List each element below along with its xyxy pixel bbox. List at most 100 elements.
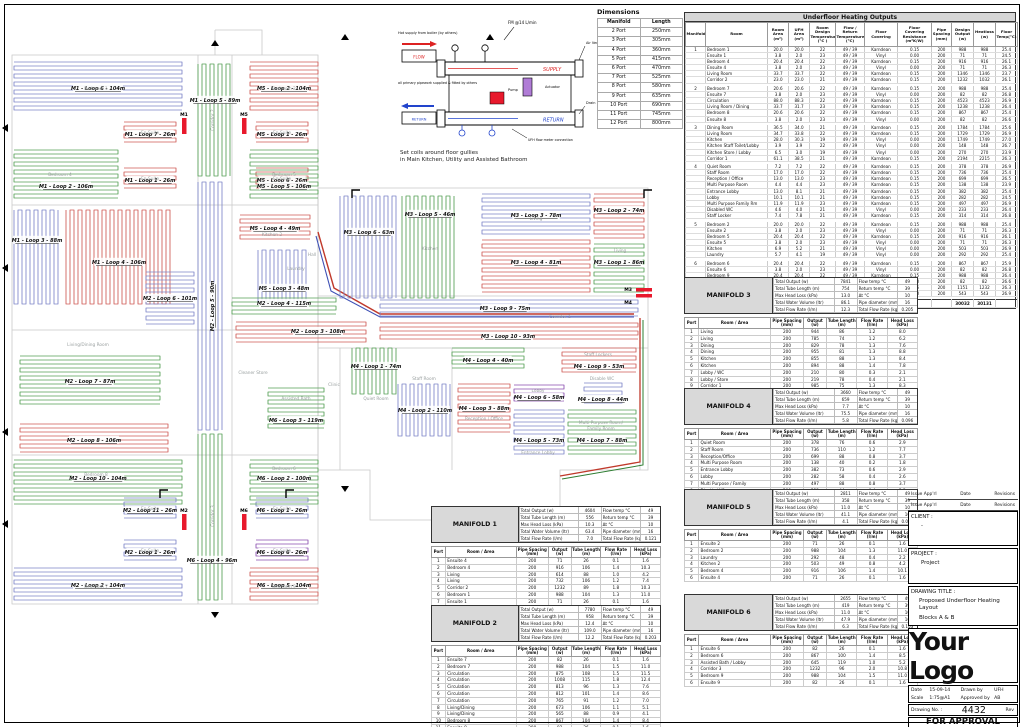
section-marker-icon: [2, 124, 8, 132]
summary-value: 754: [833, 285, 857, 292]
summary-value: 11.0: [833, 504, 857, 511]
cell: 200: [515, 557, 549, 565]
cell: 4.1: [630, 710, 661, 719]
column-header: Port: [684, 634, 699, 646]
cell: Ensuite 2: [697, 540, 772, 548]
loop-label: M4 - Loop 9 - 53m: [574, 364, 625, 370]
cell: 4 Port: [597, 45, 641, 56]
loop-label: M6 - Loop 2 - 100m: [257, 476, 311, 482]
loop-label-bg: [207, 282, 216, 330]
cell: 200: [515, 710, 549, 719]
summary-label: Total Flow Rate (kg/s): [600, 634, 641, 641]
cell: 24.5: [995, 194, 1018, 201]
summary-label: Max Head Loss (kPa): [773, 609, 834, 616]
cell: 580mm: [639, 82, 683, 93]
summary-value: 659: [833, 396, 857, 403]
cell: 7: [684, 368, 699, 377]
cell: 6: [431, 590, 446, 599]
cell: Assisted Bath / Lobby: [697, 658, 772, 667]
summary-value: 49: [896, 595, 917, 602]
heating-loop: [197, 433, 223, 601]
cell: 200: [770, 546, 804, 555]
cell: 200: [770, 355, 804, 363]
loop-label-bg: [41, 181, 91, 190]
cell: Circulation: [444, 689, 517, 698]
cell: 1.5: [600, 669, 632, 678]
manifold-name: MANIFOLD 4: [685, 389, 774, 424]
column-header: Floor Covering Resistance (m²K/W): [897, 22, 932, 47]
cell: 200: [770, 439, 804, 447]
loop-label-bg: [73, 83, 123, 92]
cell: 1008: [547, 676, 572, 685]
cell: 11.0: [630, 662, 661, 671]
heating-loop: [249, 149, 319, 199]
cell: 88: [826, 361, 858, 370]
loop-label-bg: [69, 435, 119, 444]
cell: 25.4: [995, 188, 1018, 195]
summary-value: 109.0: [578, 627, 601, 634]
cell: 26.9: [995, 290, 1018, 298]
cell: 8: [431, 703, 446, 712]
cell: Living/Dining: [444, 703, 517, 712]
manifold-name: MANIFOLD 6: [685, 595, 774, 630]
separator-cell: [685, 83, 1018, 87]
column-header: Tube Length (m): [570, 546, 602, 558]
cell: 1.4: [600, 563, 632, 572]
summary-label: Flow temp °C: [600, 606, 641, 613]
summary-label: Total Flow Rate (l/m): [518, 634, 578, 641]
ufh-connection-leader: [511, 128, 528, 139]
cell: 745mm: [639, 109, 683, 121]
summary-value: 13.0: [833, 292, 857, 299]
cell: 305mm: [639, 36, 683, 47]
summary-value: 556: [578, 514, 601, 521]
loop-label: M2 - Loop 6 - 101m: [143, 296, 197, 302]
cell: 0.4: [856, 553, 888, 562]
summary-label: Total Tube Length (m): [773, 285, 834, 292]
loop-label-group: M1 - Loop 6 - 104m: [71, 83, 125, 92]
cell: 5: [684, 466, 699, 474]
room-label: Bedroom 6: [272, 466, 296, 472]
summary-label: Total Output (w): [518, 606, 578, 613]
loop-label-bg: [258, 547, 306, 556]
loop-label: M2 - Loop 3 - 108m: [291, 329, 345, 335]
summary-value: 10: [896, 292, 917, 299]
cell: 26.6: [995, 116, 1018, 123]
date-label: Date: [911, 688, 922, 693]
loop-label-group: M1 - Loop 3 - 88m: [12, 235, 62, 244]
cell: 0.1: [856, 678, 888, 687]
column-header: Flow Rate (l/m): [856, 317, 888, 329]
cell: Kitchen Staff Toilet/Lobby: [705, 142, 768, 150]
cell: 101: [570, 689, 602, 698]
loop-label-bg: [260, 283, 308, 292]
cell: 867: [802, 651, 828, 660]
cell: 988: [802, 672, 828, 680]
cell: 785: [802, 334, 828, 343]
cell: 82: [547, 723, 572, 727]
cell: 250mm: [639, 27, 683, 38]
column-header: Port: [431, 645, 446, 657]
cell: Lobby / WC: [697, 368, 772, 377]
column-header: Room: [705, 22, 768, 47]
summary-label: Δt °C: [856, 292, 897, 299]
summary-value: 0.203: [640, 634, 660, 641]
cell: 0.9: [600, 710, 632, 719]
cell: 23.7: [995, 70, 1018, 78]
loop-label-bg: [345, 227, 393, 236]
loop-label-group: M1 - Loop 2 - 106m: [39, 181, 93, 190]
cell: Staff Room: [697, 445, 772, 454]
cell: Kitchen: [697, 355, 772, 363]
cell: 829: [802, 341, 828, 350]
